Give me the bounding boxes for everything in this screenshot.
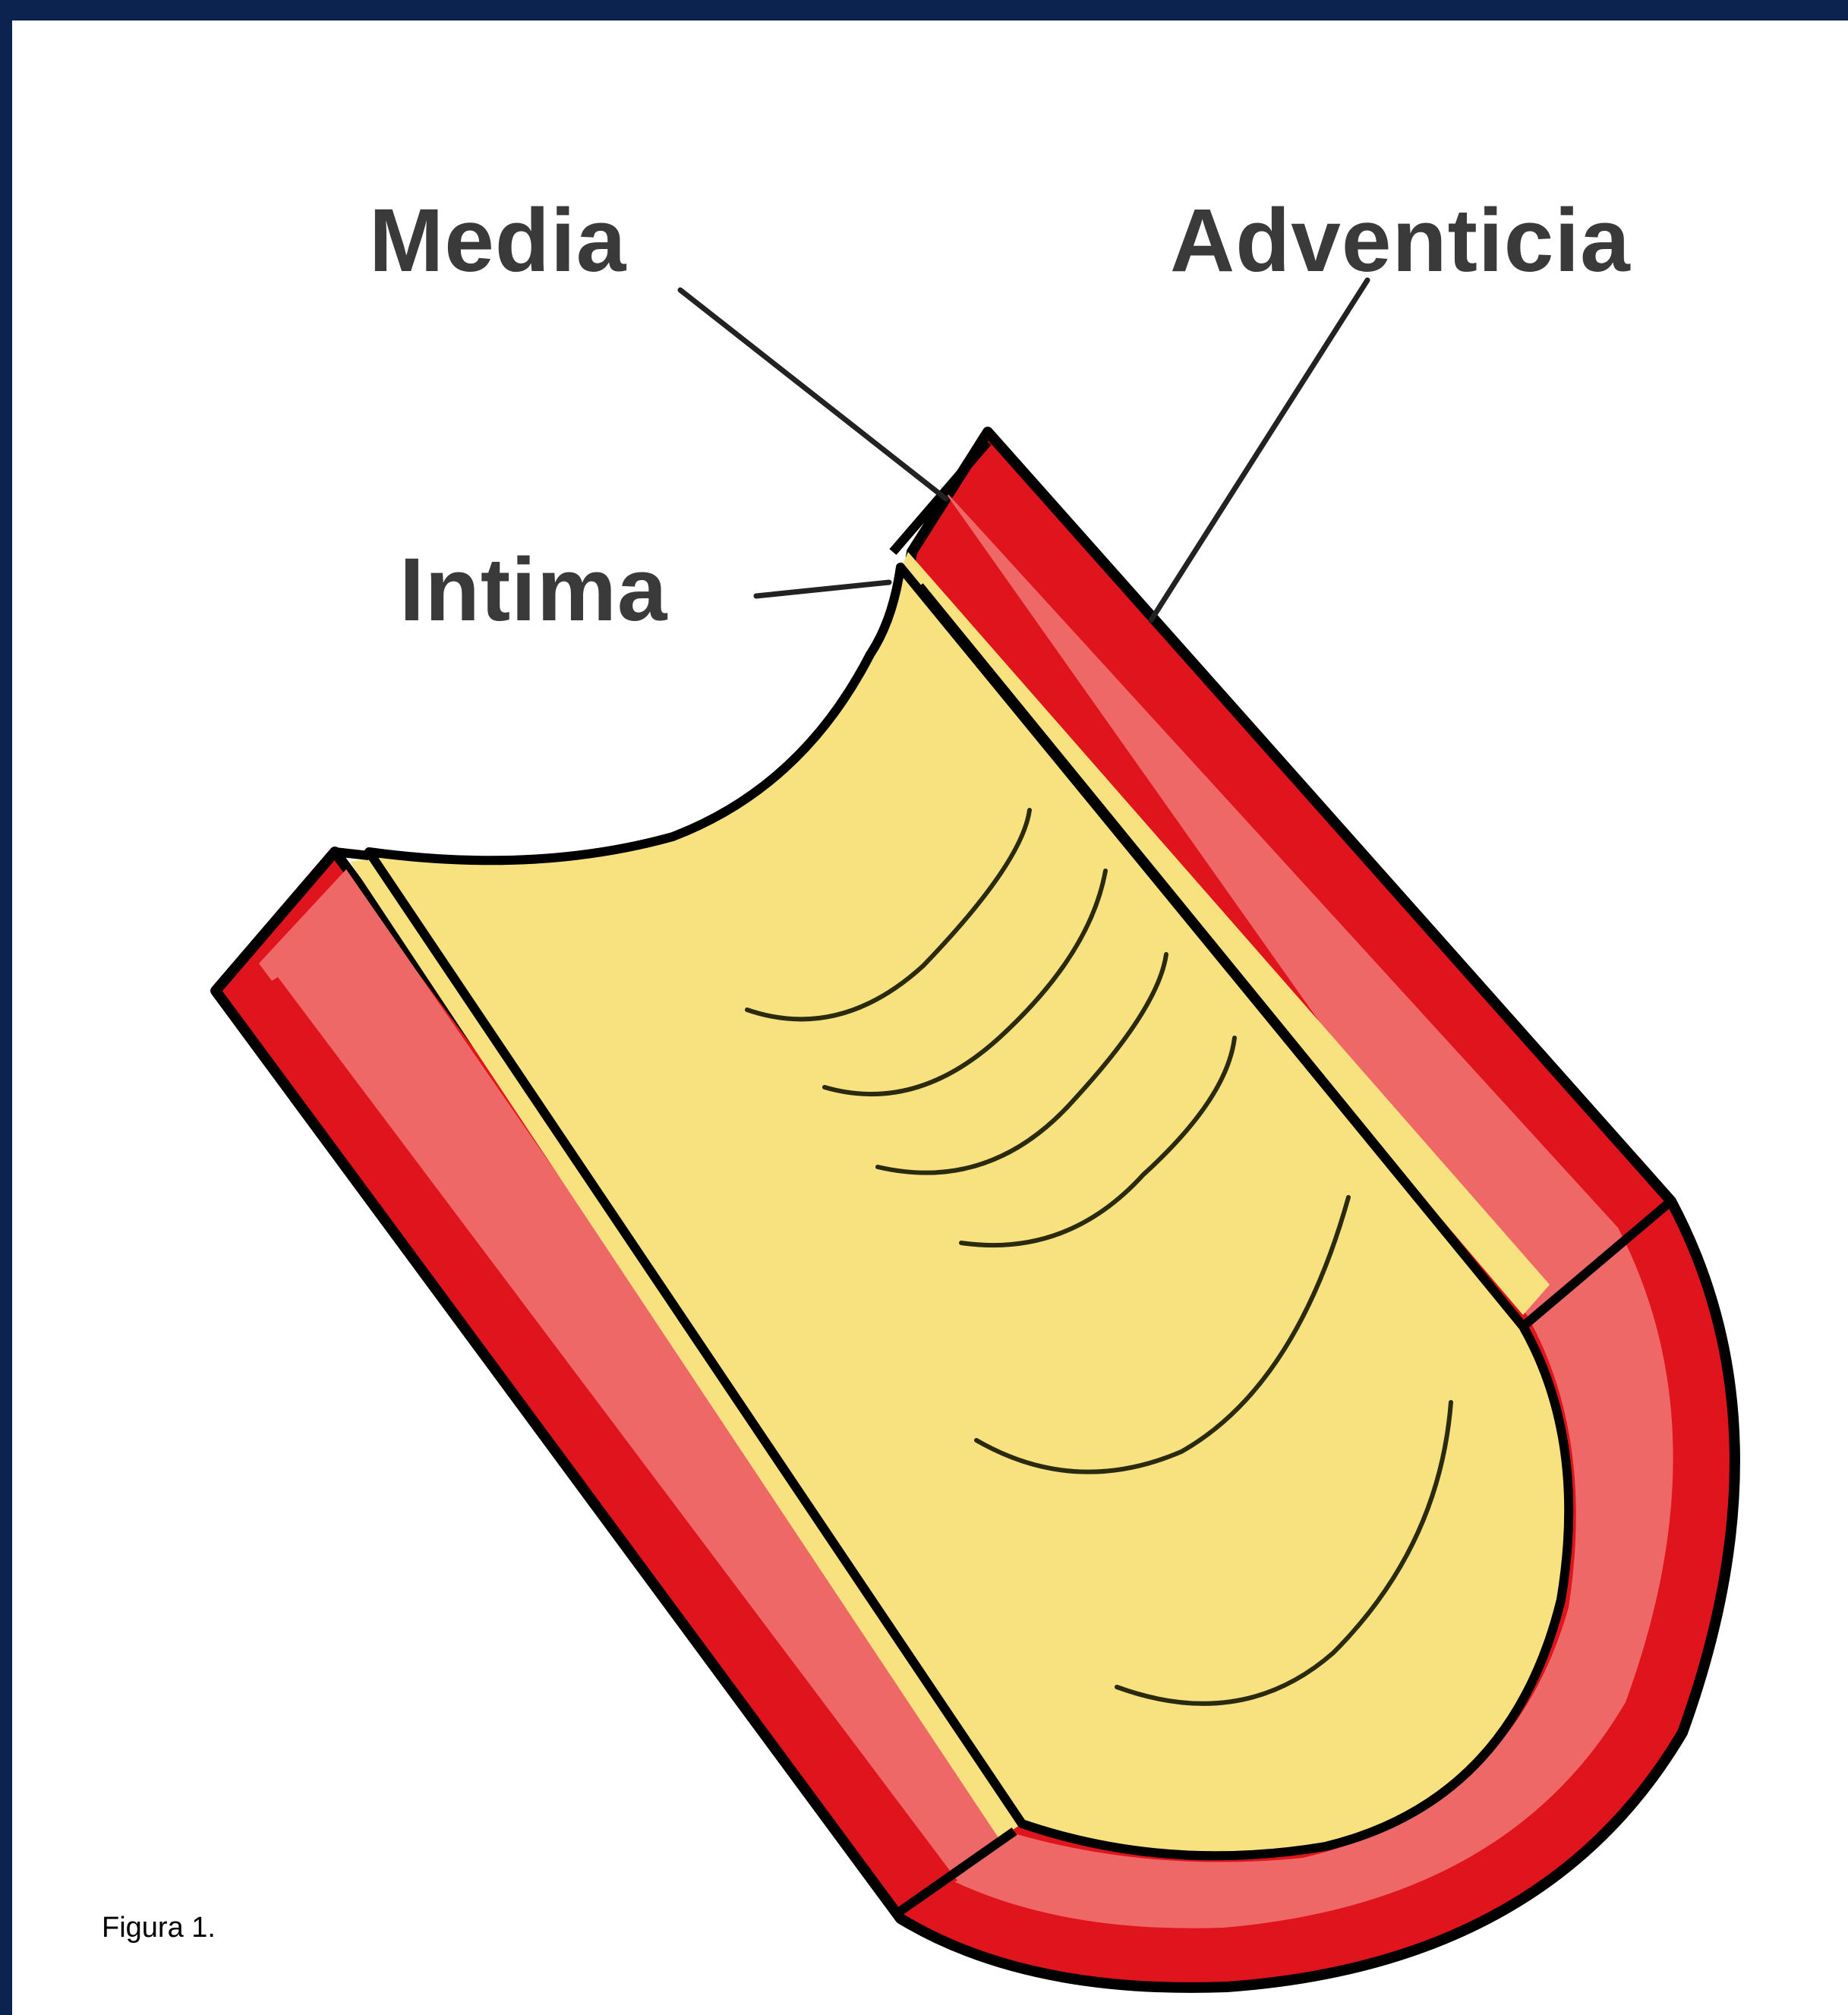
- artery-wall-diagram: Media Adventicia Intima: [12, 20, 1848, 2015]
- media-leader-line: [680, 290, 946, 499]
- label-intima: Intima: [399, 540, 668, 640]
- figure-canvas: Media Adventicia Intima Figura 1.: [12, 20, 1848, 2015]
- label-media: Media: [369, 191, 627, 291]
- adventicia-leader-line: [1151, 280, 1367, 620]
- label-adventicia: Adventicia: [1170, 191, 1631, 291]
- intima-leader-line: [756, 582, 889, 596]
- figure-caption: Figura 1.: [102, 1912, 216, 1944]
